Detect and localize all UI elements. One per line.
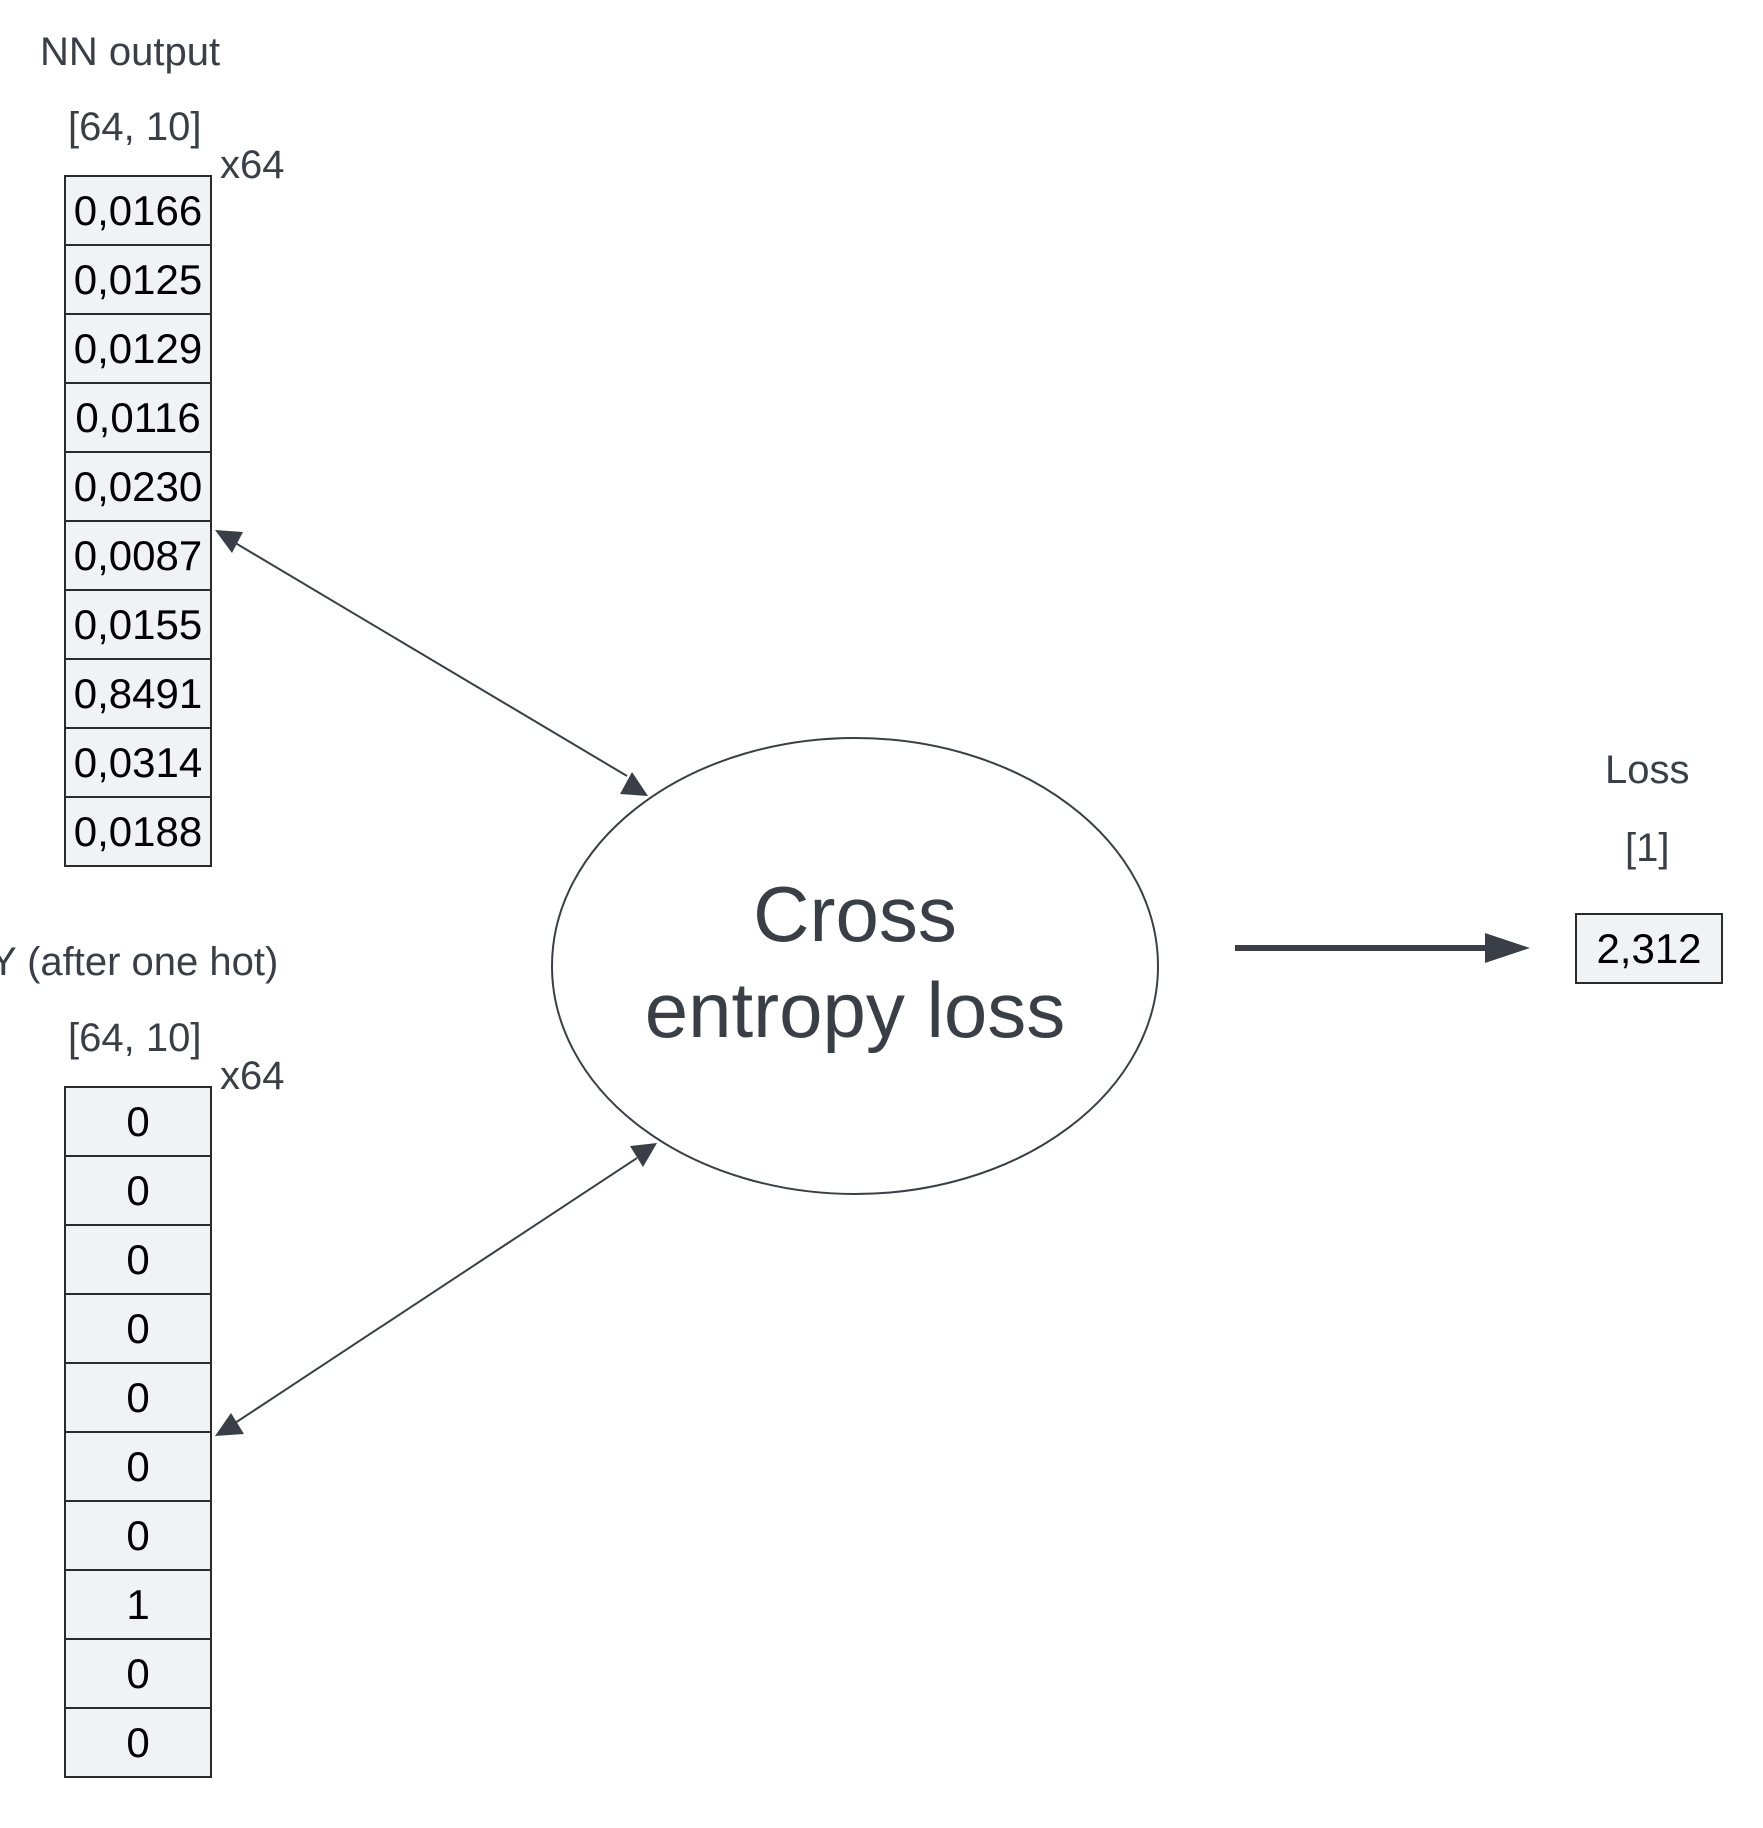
nn-output-cell: 0,0314 bbox=[64, 727, 212, 798]
y-arrowhead-end bbox=[630, 1143, 657, 1167]
y-onehot-cell: 0 bbox=[64, 1638, 212, 1709]
nn-output-arrowhead-start bbox=[215, 530, 243, 553]
nn-output-cell: 0,0230 bbox=[64, 451, 212, 522]
y-onehot-vector: 0 0 0 0 0 0 0 1 0 0 bbox=[64, 1086, 212, 1778]
y-arrowhead-start bbox=[215, 1413, 244, 1436]
nn-output-cell: 0,8491 bbox=[64, 658, 212, 729]
loss-value-box: 2,312 bbox=[1575, 913, 1723, 984]
nn-output-title: NN output bbox=[40, 30, 221, 74]
y-onehot-shape: [64, 10] bbox=[68, 1016, 202, 1060]
nn-output-cell: 0,0166 bbox=[64, 175, 212, 246]
loss-arrow bbox=[1235, 933, 1530, 963]
y-onehot-cell: 0 bbox=[64, 1362, 212, 1433]
nn-output-vector: 0,0166 0,0125 0,0129 0,0116 0,0230 0,008… bbox=[64, 175, 212, 867]
nn-output-arrowhead-end bbox=[620, 772, 648, 796]
cross-entropy-line-1: Cross bbox=[753, 870, 957, 958]
loss-value: 2,312 bbox=[1596, 924, 1702, 972]
y-onehot-cell: 0 bbox=[64, 1224, 212, 1295]
y-onehot-cell: 0 bbox=[64, 1086, 212, 1157]
y-onehot-cell: 1 bbox=[64, 1569, 212, 1640]
y-onehot-cell: 0 bbox=[64, 1155, 212, 1226]
nn-output-shape: [64, 10] bbox=[68, 105, 202, 149]
y-connector bbox=[215, 1143, 657, 1436]
nn-output-cell: 0,0125 bbox=[64, 244, 212, 315]
nn-output-cell: 0,0116 bbox=[64, 382, 212, 453]
loss-arrowhead bbox=[1485, 933, 1530, 963]
y-onehot-cell: 0 bbox=[64, 1500, 212, 1571]
loss-shape: [1] bbox=[1625, 826, 1670, 870]
y-onehot-cell: 0 bbox=[64, 1293, 212, 1364]
cross-entropy-line-2: entropy loss bbox=[644, 966, 1066, 1054]
y-onehot-multiplier: x64 bbox=[220, 1054, 285, 1098]
y-onehot-cell: 0 bbox=[64, 1707, 212, 1778]
cross-entropy-label: Cross entropy loss bbox=[552, 866, 1158, 1058]
y-onehot-title: Y (after one hot) bbox=[0, 940, 279, 984]
nn-output-cell: 0,0129 bbox=[64, 313, 212, 384]
nn-output-multiplier: x64 bbox=[220, 143, 285, 187]
cross-entropy-ellipse bbox=[551, 737, 1159, 1195]
nn-output-cell: 0,0155 bbox=[64, 589, 212, 660]
loss-title: Loss bbox=[1605, 748, 1690, 792]
y-onehot-cell: 0 bbox=[64, 1431, 212, 1502]
nn-output-connector bbox=[215, 530, 648, 796]
nn-output-cell: 0,0188 bbox=[64, 796, 212, 867]
nn-output-cell: 0,0087 bbox=[64, 520, 212, 591]
